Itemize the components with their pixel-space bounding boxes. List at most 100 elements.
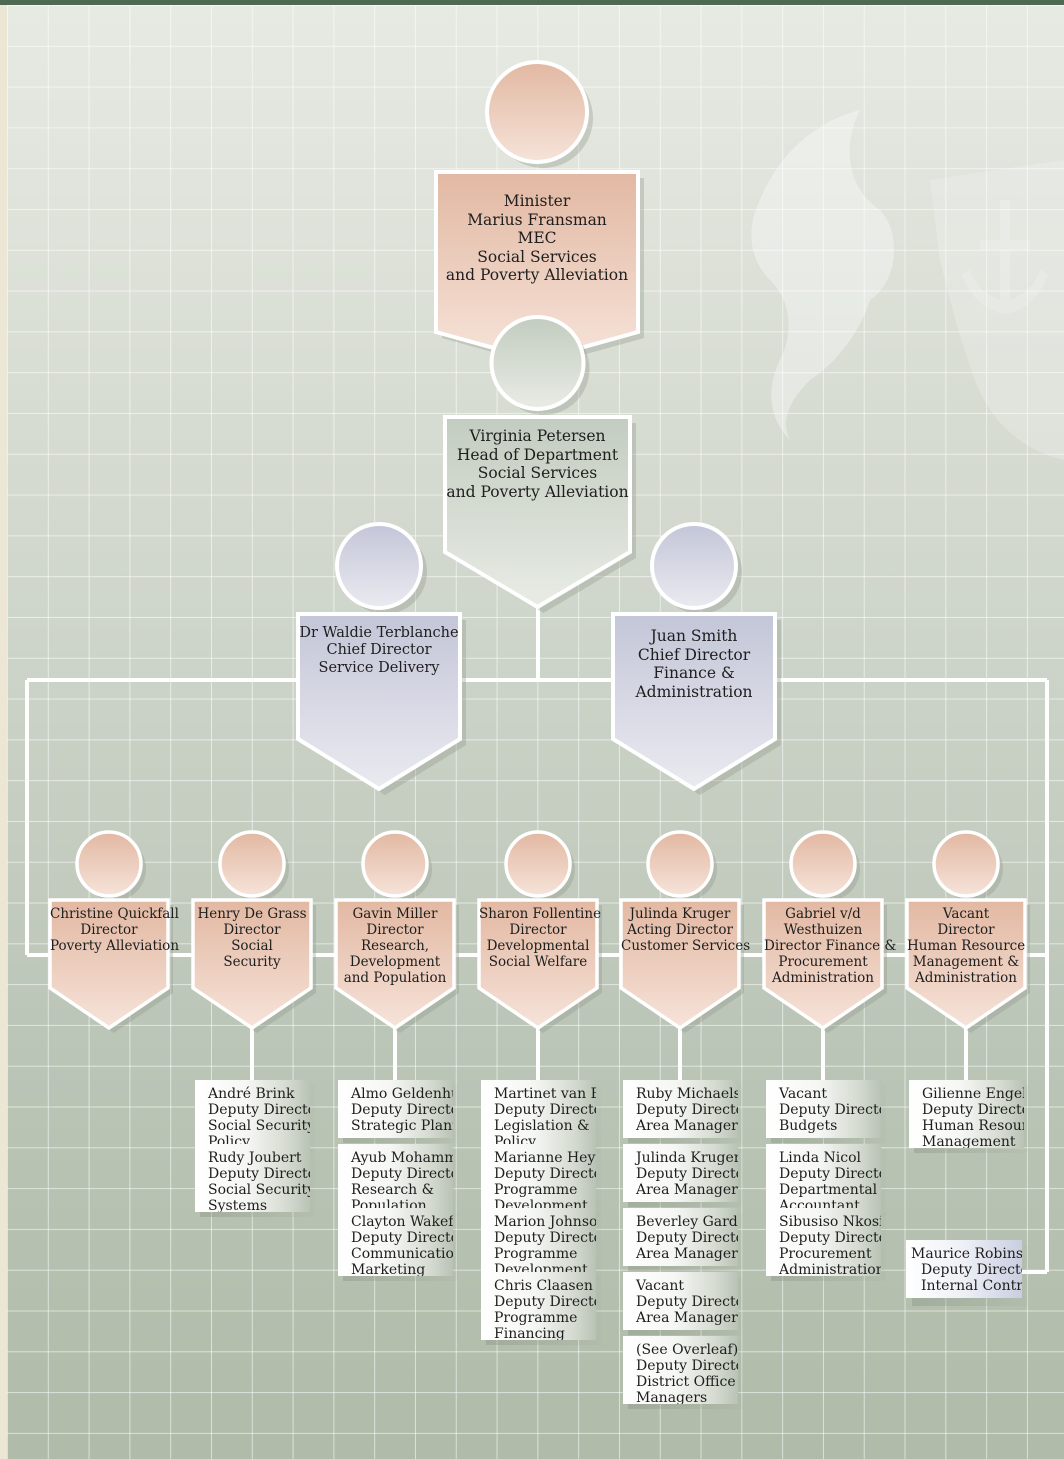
director-line: Gavin Miller	[352, 906, 438, 922]
deputy-line: Managers	[636, 1390, 708, 1404]
director-line: Henry De Grass	[197, 906, 307, 922]
deputy-line: Deputy Director	[494, 1230, 596, 1246]
minister-line-5: and Poverty Alleviation	[445, 266, 629, 285]
deputy-director-card: (See Overleaf)Deputy DirectorsDistrict O…	[623, 1336, 738, 1404]
director-line: Director	[509, 922, 567, 938]
director-line: Poverty Alleviation	[50, 938, 180, 954]
deputy-line: Procurement	[779, 1246, 872, 1262]
deputy-line: Deputy Director	[779, 1230, 881, 1246]
hod-line-1: Virginia Petersen	[469, 427, 606, 445]
director-line: Director	[223, 922, 281, 938]
director-line: Westhuizen	[783, 922, 863, 938]
minister-node: Minister Marius Fransman MEC Social Serv…	[434, 60, 644, 366]
deputy-line: Deputy Director	[636, 1166, 738, 1182]
deputy-line: Deputy Director	[494, 1102, 596, 1118]
deputy-line: District Office	[636, 1374, 736, 1390]
director-line: Customer Services	[621, 938, 751, 954]
deputy-line: Ayub Mohammed	[351, 1150, 453, 1166]
deputy-director-card: Clayton WakefordDeputy DirectorCommunica…	[338, 1208, 453, 1276]
director-line: Director	[937, 922, 995, 938]
director-line: Social Welfare	[488, 954, 588, 970]
internal-control-line-3: Internal Control	[921, 1278, 1022, 1294]
deputy-line: Area Manager	[636, 1246, 738, 1262]
deputy-line: Programme	[494, 1246, 578, 1262]
deputy-line: Financing	[494, 1326, 565, 1340]
deputy-line: Management	[922, 1134, 1016, 1148]
deputy-line: Communication &	[351, 1246, 453, 1262]
deputy-line: Programme	[494, 1310, 578, 1326]
deputy-line: Social Security	[208, 1118, 310, 1134]
director-line: Director	[80, 922, 138, 938]
director-line: Development	[349, 954, 441, 970]
hod-line-2: Head of Department	[456, 445, 619, 464]
deputy-director-card: Beverley GardnerDeputy DirectorArea Mana…	[623, 1208, 738, 1266]
deputy-line: Clayton Wakeford	[351, 1214, 453, 1230]
chief-director-2-line-2: Chief Director	[637, 645, 751, 664]
deputy-line: Sibusiso Nkosi	[779, 1214, 881, 1230]
director-line: Vacant	[942, 906, 990, 922]
deputy-line: Beverley Gardner	[636, 1214, 738, 1230]
deputy-line: Almo Geldenhuys	[351, 1086, 453, 1102]
deputy-line: Deputy Director	[922, 1102, 1024, 1118]
hod-node: Virginia Petersen Head of Department Soc…	[443, 315, 636, 613]
deputy-line: Martinet van Brakel	[494, 1086, 596, 1102]
chief-director-1-line-3: Service Delivery	[318, 659, 440, 676]
director-line: Sharon Follentine	[479, 906, 602, 922]
deputy-line: Marion Johnson	[494, 1214, 596, 1230]
director-line: Julinda Kruger	[629, 906, 731, 922]
deputy-line: Deputy Director	[636, 1102, 738, 1118]
director-line: Director	[366, 922, 424, 938]
deputy-line: Vacant	[636, 1278, 685, 1294]
deputy-director-card: Martinet van BrakelDeputy DirectorLegisl…	[481, 1080, 596, 1148]
deputy-line: Strategic Planning	[351, 1118, 453, 1134]
chief-director-2-line-4: Administration	[635, 682, 753, 701]
chief-director-service-delivery: Dr Waldie Terblanche Chief Director Serv…	[296, 522, 466, 795]
deputy-line: Area Manager	[636, 1182, 738, 1198]
director-line: Christine Quickfall	[50, 906, 179, 922]
deputy-line: Ruby Michaels	[636, 1086, 738, 1102]
director-line: and Population	[343, 970, 447, 986]
hod-line-4: and Poverty Alleviation	[446, 482, 629, 501]
deputy-director-card: Almo GeldenhuysDeputy DirectorStrategic …	[338, 1080, 453, 1138]
deputy-line: Deputy Director	[779, 1102, 881, 1118]
director-line: Director Finance &	[764, 938, 897, 954]
chief-director-1-line-1: Dr Waldie Terblanche	[299, 625, 459, 641]
internal-control-card: Maurice Robinson Deputy Director Interna…	[906, 1240, 1022, 1298]
deputy-line: Vacant	[779, 1086, 828, 1102]
director-line: Research,	[360, 938, 430, 954]
deputy-director-card: Marianne HeynsDeputy DirectorProgrammeDe…	[481, 1144, 596, 1212]
deputy-line: Deputy Director	[208, 1102, 310, 1118]
deputy-line: Human Resource	[922, 1118, 1024, 1134]
deputy-line: Legislation &	[494, 1118, 590, 1134]
director-line: Developmental	[486, 938, 590, 954]
director-line: Administration	[915, 970, 1017, 986]
deputy-line: Chris Claasen	[494, 1278, 593, 1294]
deputy-line: Linda Nicol	[779, 1150, 862, 1166]
top-bar	[0, 0, 1064, 5]
deputy-line: Marketing	[351, 1262, 426, 1276]
minister-line-2: Marius Fransman	[467, 210, 607, 229]
deputy-line: Area Manager	[636, 1118, 738, 1134]
deputy-line: Deputy Director	[494, 1166, 596, 1182]
chief-director-1-line-2: Chief Director	[326, 642, 432, 659]
deputy-line: André Brink	[208, 1086, 295, 1102]
left-border-strip	[0, 5, 7, 1459]
